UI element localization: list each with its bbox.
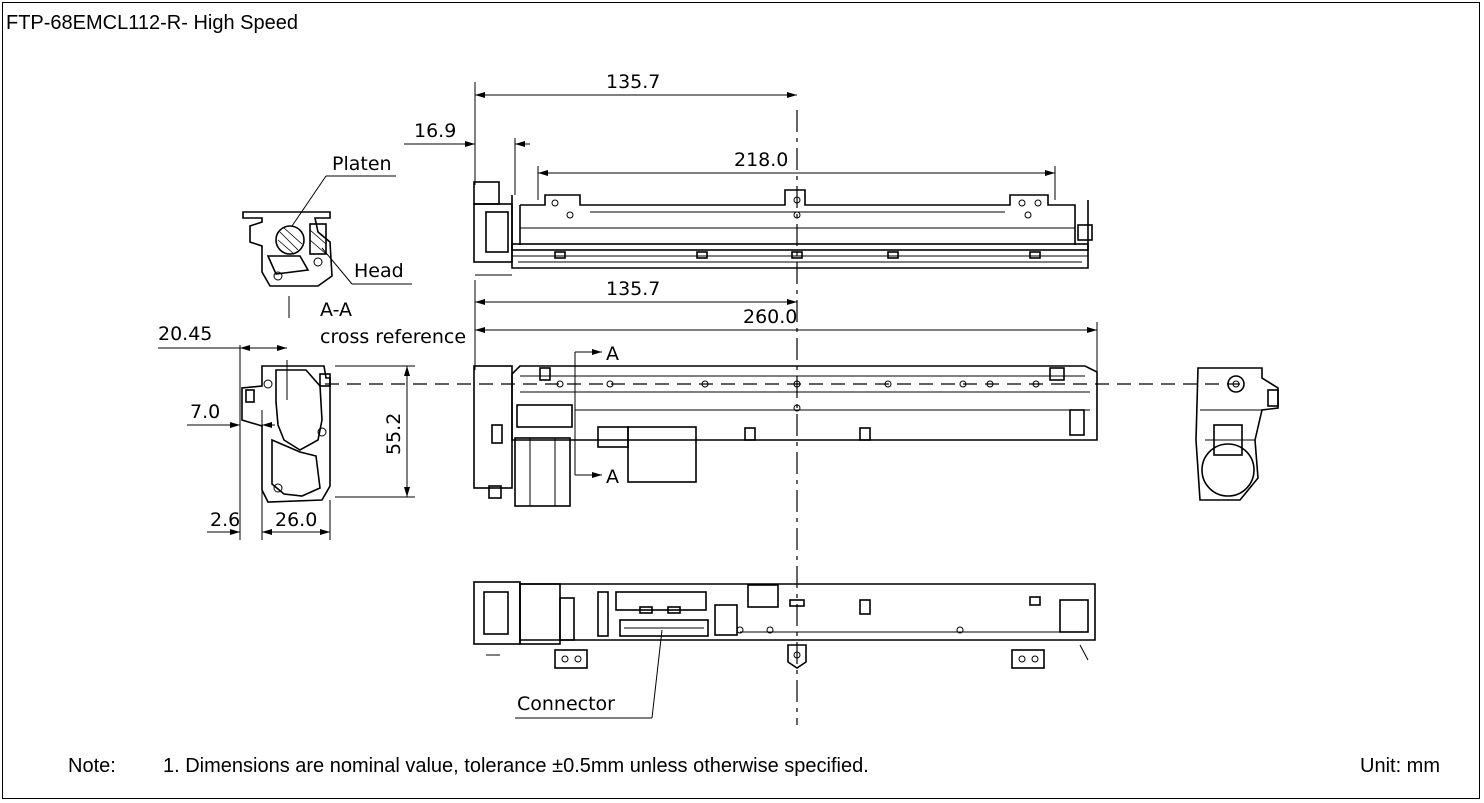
platen-callout: Platen xyxy=(291,153,396,227)
dim-16-9: 16.9 xyxy=(404,120,530,195)
dim-55-2: 55.2 xyxy=(335,365,415,498)
dim-218-0-label: 218.0 xyxy=(734,149,788,171)
dim-16-9-label: 16.9 xyxy=(414,120,456,142)
dim-20-45-label: 20.45 xyxy=(158,323,212,345)
front-view: A A xyxy=(473,343,1098,507)
platen-label: Platen xyxy=(332,153,392,175)
head-label: Head xyxy=(354,260,404,282)
dim-2-6-label: 2.6 xyxy=(210,509,240,531)
cross-section-view xyxy=(242,211,333,287)
drawing-title: FTP-68EMCL112-R- High Speed xyxy=(6,12,298,34)
dim-7-0-label: 7.0 xyxy=(190,401,220,423)
dim-135-7-top-label: 135.7 xyxy=(606,71,660,93)
cross-reference-label: cross reference xyxy=(320,326,466,348)
dim-20-45: 20.45 xyxy=(158,323,288,540)
section-mark-top: A xyxy=(606,343,619,365)
dim-7-0: 7.0 xyxy=(187,401,275,540)
right-side-view xyxy=(1195,367,1279,501)
dim-135-7-top: 135.7 xyxy=(474,71,797,185)
dim-218-0: 218.0 xyxy=(537,149,1056,200)
unit-label: Unit: mm xyxy=(1360,755,1440,777)
dim-2-6-26-0: 2.6 26.0 xyxy=(207,500,331,540)
dim-55-2-label: 55.2 xyxy=(383,413,405,455)
dim-135-7-mid-label: 135.7 xyxy=(606,278,660,300)
section-label: A-A xyxy=(320,299,352,321)
dim-26-0-label: 26.0 xyxy=(275,509,317,531)
connector-callout: Connector xyxy=(515,629,663,719)
note-prefix: Note: xyxy=(68,755,116,777)
dim-260-0-label: 260.0 xyxy=(743,306,797,328)
dim-135-7-mid: 135.7 xyxy=(474,278,797,370)
top-view xyxy=(473,181,1093,276)
note-text: 1. Dimensions are nominal value, toleran… xyxy=(163,755,869,777)
section-mark-bottom: A xyxy=(606,466,619,488)
connector-label: Connector xyxy=(517,693,615,715)
dim-260-0: 260.0 xyxy=(475,306,1098,440)
bottom-view xyxy=(473,581,1096,669)
head-callout: Head xyxy=(321,247,412,285)
left-side-view xyxy=(241,365,331,503)
